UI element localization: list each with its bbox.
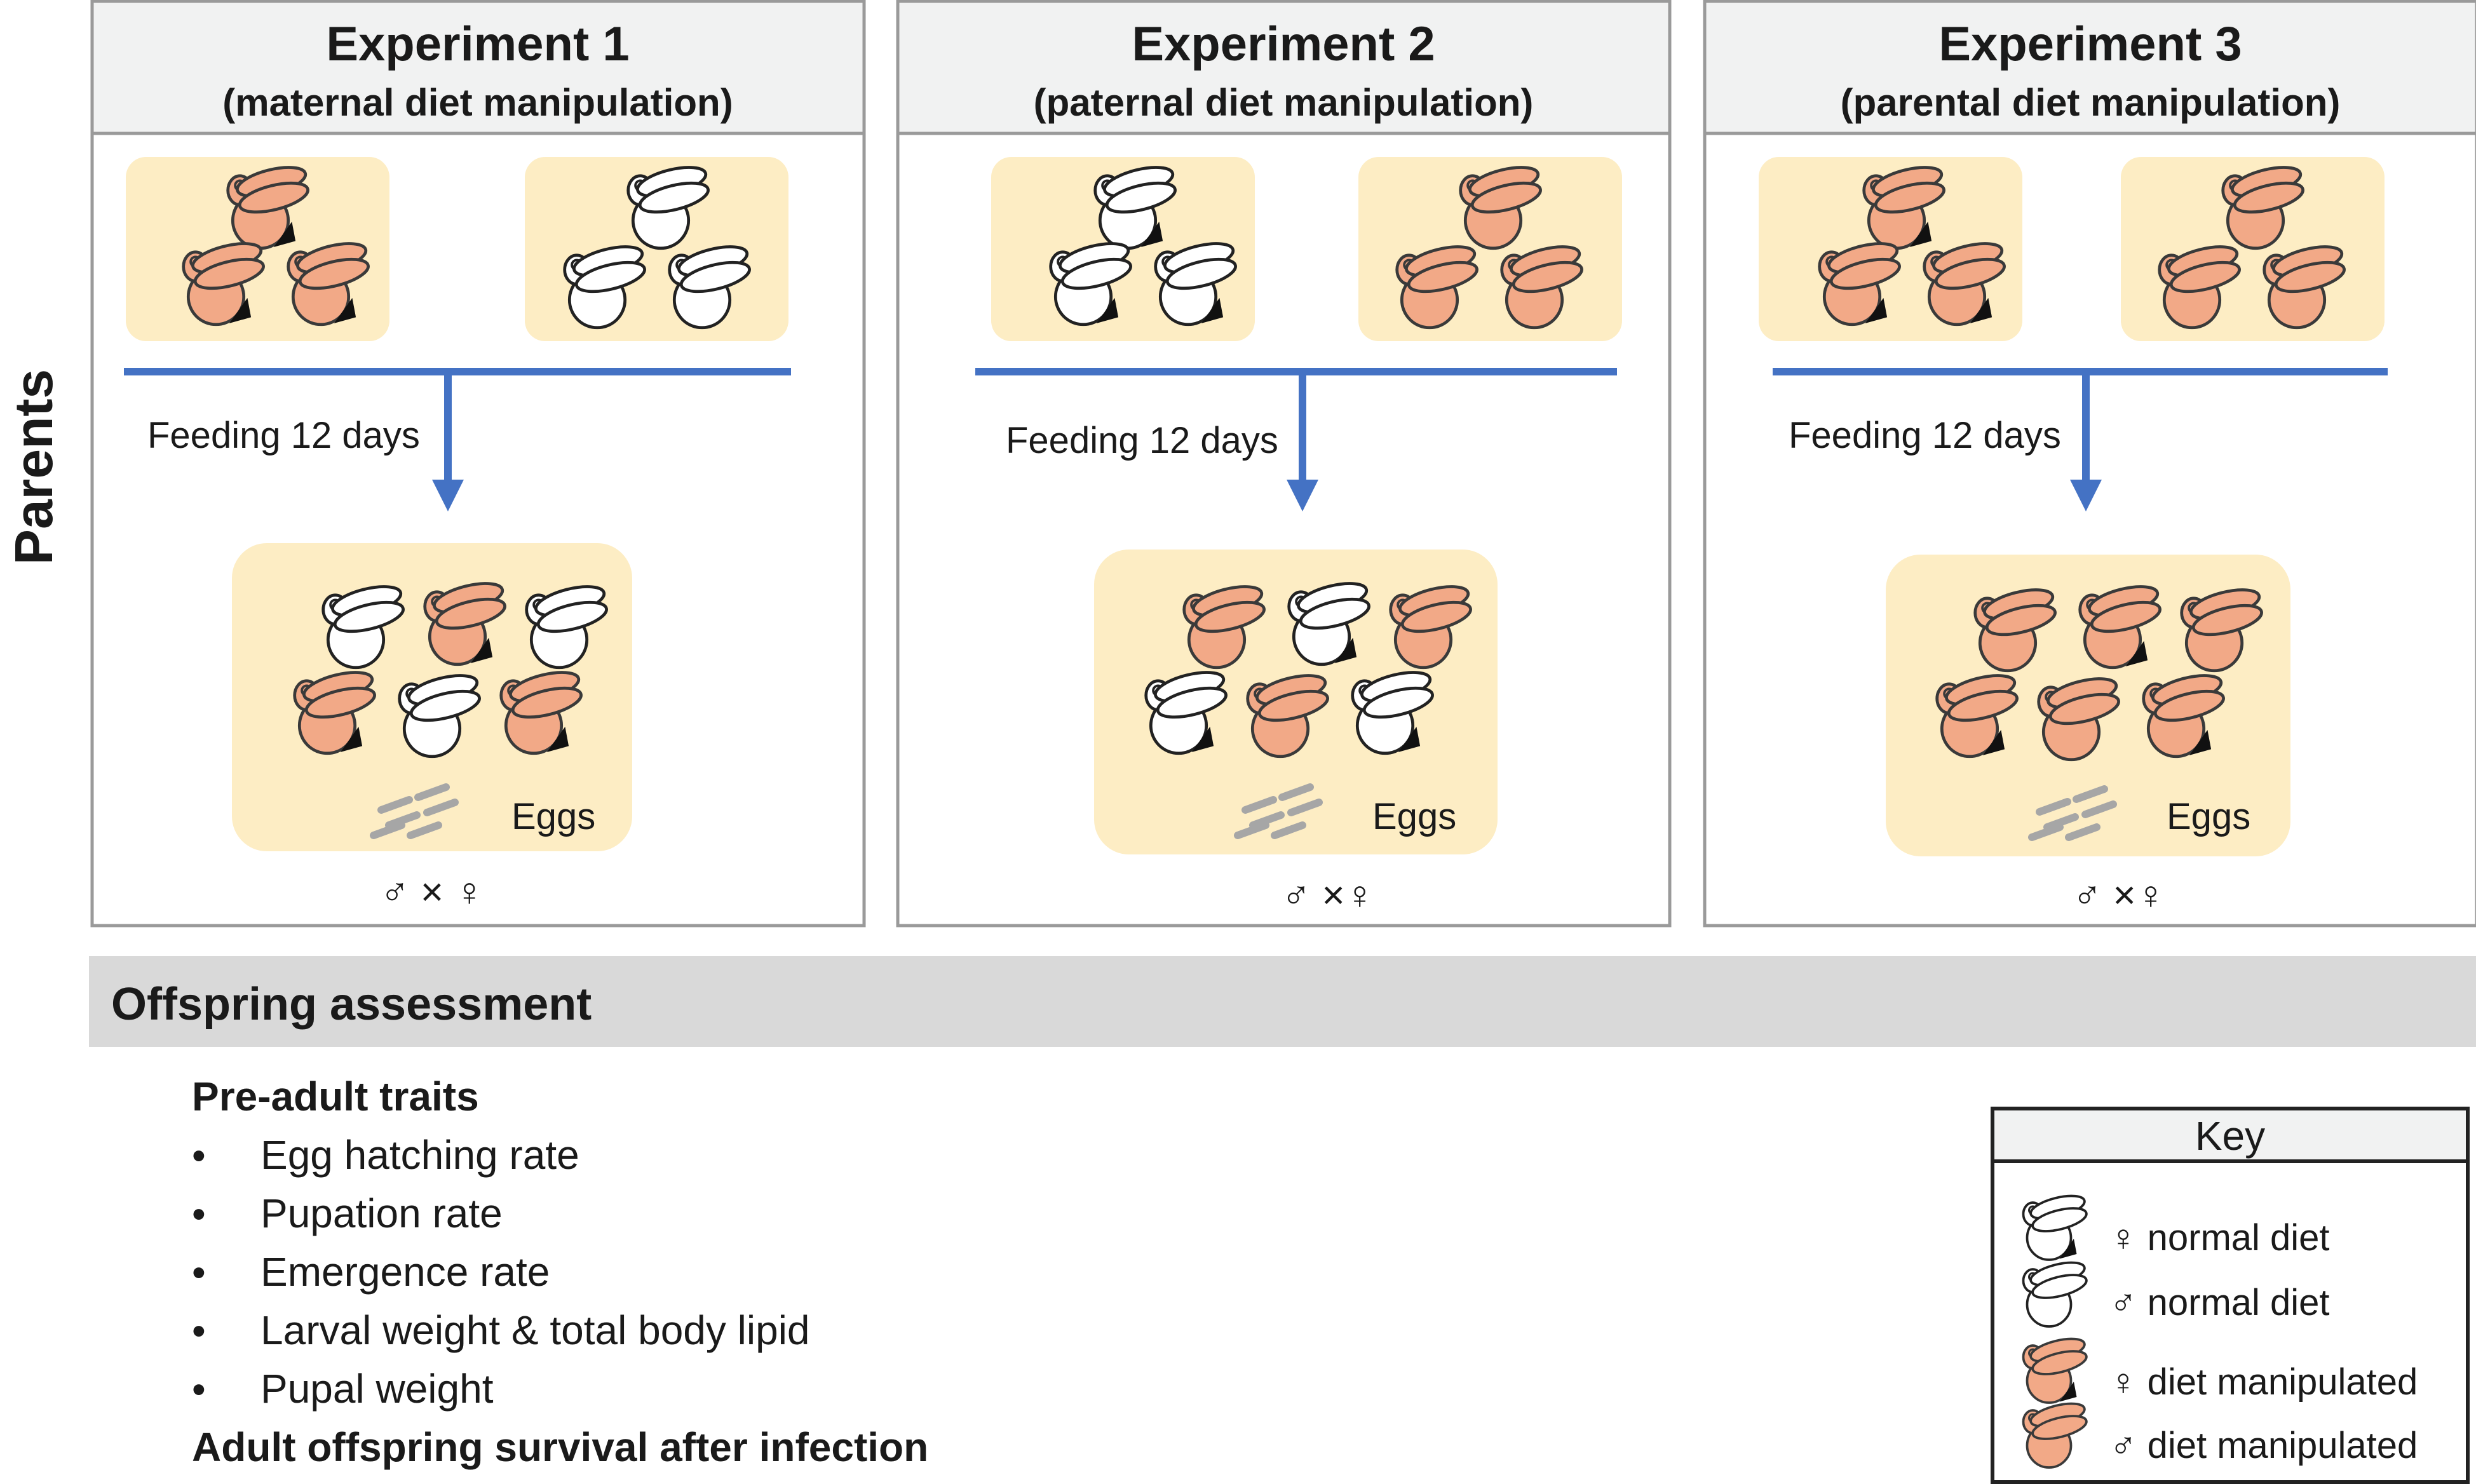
y-axis-label: Parents <box>4 369 64 565</box>
experiment-1-title: Experiment 1 <box>326 17 629 71</box>
legend-label: ♂ diet manipulated <box>2109 1425 2418 1466</box>
legend-key: Key ♀ normal diet ♂ normal diet ♀ diet m… <box>1991 1107 2470 1484</box>
bullet: • <box>192 1192 206 1236</box>
experiment-2-subtitle: (paternal diet manipulation) <box>1034 81 1534 124</box>
trait-item: Larval weight & total body lipid <box>260 1307 810 1353</box>
legend-label: ♂ normal diet <box>2109 1282 2330 1323</box>
bullet: • <box>192 1309 206 1353</box>
arrow-label: Feeding 12 days <box>147 415 420 456</box>
cross-label: ♂ × ♀ <box>380 870 484 914</box>
legend-label: ♀ normal diet <box>2109 1217 2330 1258</box>
legend-label: ♀ diet manipulated <box>2109 1361 2418 1403</box>
experiment-3-subtitle: (parental diet manipulation) <box>1841 81 2341 124</box>
experiment-1-panel: Experiment 1 (maternal diet manipulation… <box>90 0 866 928</box>
trait-item: Emergence rate <box>260 1249 550 1295</box>
assessment-band <box>89 956 2476 1047</box>
bullet: • <box>192 1368 206 1412</box>
legend-title: Key <box>2195 1113 2265 1159</box>
cross-label: ♂ ×♀ <box>2073 874 2165 917</box>
experiment-2-header <box>896 0 1672 135</box>
trait-item: Egg hatching rate <box>260 1132 579 1178</box>
experiment-2-panel: Experiment 2 (paternal diet manipulation… <box>896 0 1672 928</box>
eggs-label: Eggs <box>1372 796 1456 837</box>
arrow-head <box>2070 480 2102 511</box>
arrow-label: Feeding 12 days <box>1789 415 2061 456</box>
trait-item: Pupal weight <box>260 1366 494 1412</box>
eggs-label: Eggs <box>511 796 595 837</box>
experiment-1-header <box>90 0 866 135</box>
adult-heading: Adult offspring survival after infection <box>192 1424 928 1470</box>
experiment-3-panel: Experiment 3 (parental diet manipulation… <box>1703 0 2476 928</box>
bullet: • <box>192 1251 206 1295</box>
arrow-head <box>1287 480 1318 511</box>
trait-item: Pupation rate <box>260 1191 503 1236</box>
experiment-3-title: Experiment 3 <box>1938 17 2242 71</box>
arrow-label: Feeding 12 days <box>1006 420 1278 461</box>
experiment-2-title: Experiment 2 <box>1132 17 1435 71</box>
assessment-heading: Offspring assessment <box>111 979 592 1030</box>
experiment-3-header <box>1703 0 2476 135</box>
legend-header <box>1991 1107 2470 1163</box>
bullet: • <box>192 1134 206 1178</box>
arrow-head <box>432 480 464 511</box>
pre-adult-heading: Pre-adult traits <box>192 1074 479 1119</box>
eggs-label: Eggs <box>2167 796 2250 837</box>
experiment-1-subtitle: (maternal diet manipulation) <box>222 81 733 124</box>
cross-label: ♂ ×♀ <box>1282 874 1374 917</box>
